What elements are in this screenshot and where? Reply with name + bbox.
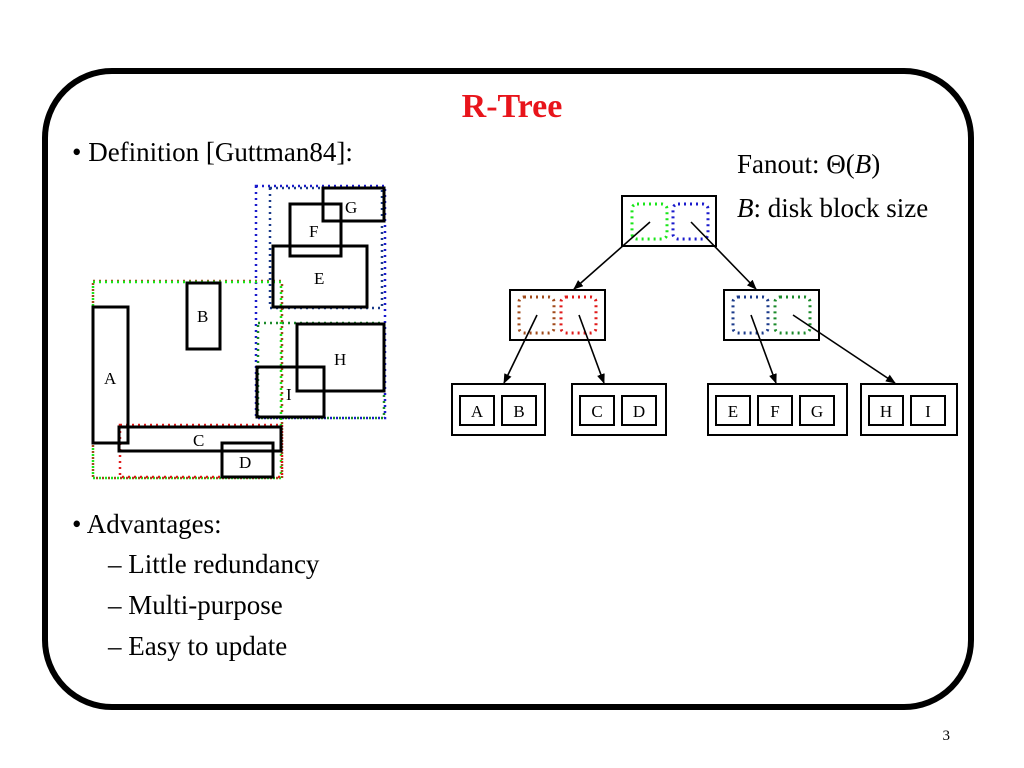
label-E: E: [314, 269, 324, 288]
label-C: C: [193, 431, 204, 450]
pointer-arrow: [573, 221, 651, 290]
leaf-entry-labels: A B C D E F G H I: [471, 402, 931, 421]
label-F: F: [309, 222, 318, 241]
svg-text:I: I: [925, 402, 931, 421]
rect-F: [288, 202, 343, 258]
bullet-dot-icon: •: [72, 509, 82, 539]
rect-D: [220, 441, 275, 479]
rect-I: [255, 365, 326, 419]
svg-text:D: D: [633, 402, 645, 421]
label-A: A: [104, 369, 117, 388]
mbr-darkblue: [268, 186, 384, 310]
sub-item-redundancy: – Little redundancy: [108, 549, 320, 579]
pointer-arrow: [750, 314, 777, 384]
label-B: B: [197, 307, 208, 326]
slide-frame: [42, 68, 974, 710]
tree-leaf-node: [707, 383, 848, 436]
svg-text:H: H: [880, 402, 892, 421]
definition-text: Definition [Guttman84]:: [88, 137, 353, 167]
svg-text:G: G: [811, 402, 823, 421]
rect-B: [185, 281, 222, 351]
mbr-darkgreen: [256, 321, 386, 420]
rect-E: [271, 244, 369, 309]
label-G: G: [345, 198, 357, 217]
label-I: I: [286, 385, 292, 404]
pointer-arrow: [578, 314, 605, 384]
pointer-arrow: [690, 221, 757, 290]
svg-text:F: F: [770, 402, 779, 421]
pointer-arrow: [503, 314, 538, 384]
rect-G: [321, 186, 386, 223]
tree-internal-node-right: [723, 289, 820, 341]
block-size-text: B: disk block size: [737, 193, 929, 223]
bullet-definition: • Definition [Guttman84]:: [72, 136, 353, 168]
sub-item-update: – Easy to update: [108, 631, 288, 661]
tree-root-node: [621, 195, 717, 247]
tree-leaf-node: [571, 383, 667, 436]
slide-title: R-Tree: [461, 88, 563, 125]
tree-pointers: [503, 221, 896, 384]
bullet-advantages: • Advantages:: [72, 508, 222, 540]
mbr-blue: [254, 184, 387, 420]
rect-C: [117, 425, 283, 453]
svg-text:E: E: [728, 402, 738, 421]
sub-item-multipurpose: – Multi-purpose: [108, 590, 283, 620]
tree-leaf-node: [860, 383, 958, 436]
svg-text:C: C: [591, 402, 602, 421]
fanout-text: Fanout: Θ(B): [737, 149, 881, 179]
bullet-dot-icon: •: [72, 137, 82, 167]
tree-internal-node-left: [509, 289, 606, 341]
svg-text:B: B: [513, 402, 524, 421]
label-H: H: [334, 350, 346, 369]
advantages-text: Advantages:: [86, 509, 222, 539]
rect-A: [91, 305, 130, 445]
rect-H: [295, 322, 386, 393]
tree-leaf-node: [451, 383, 546, 436]
spatial-labels: A B C D E F G H I: [104, 198, 357, 472]
pointer-arrow: [792, 314, 896, 384]
svg-text:A: A: [471, 402, 484, 421]
label-D: D: [239, 453, 251, 472]
page-number: 3: [942, 728, 951, 744]
spatial-layout: [91, 184, 387, 480]
